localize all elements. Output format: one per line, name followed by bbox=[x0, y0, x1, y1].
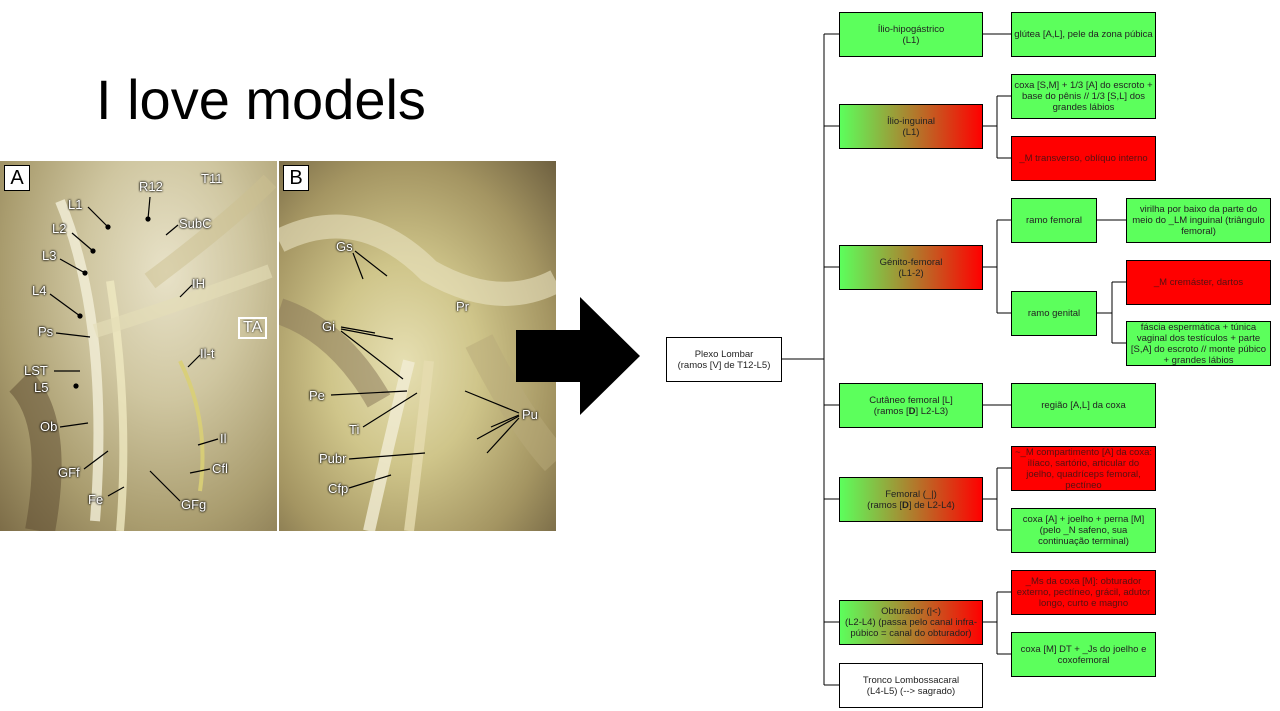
femoral-sub-bold: D bbox=[902, 500, 909, 511]
node-glutea: glútea [A,L], pele da zona púbica bbox=[1011, 12, 1156, 57]
node-ilio-hipogastrico: Ílio-hipogástrico (L1) bbox=[839, 12, 983, 57]
node-tronco-subtitle: (L4-L5) (--> sagrado) bbox=[867, 686, 955, 697]
node-ramo-genital-text: ramo genital bbox=[1028, 308, 1080, 319]
node-ramo-femoral-text: ramo femoral bbox=[1026, 215, 1082, 226]
node-tronco-title: Tronco Lombossacaral bbox=[863, 675, 959, 686]
node-regiao: região [A,L] da coxa bbox=[1011, 383, 1156, 428]
node-plexo-lombar: Plexo Lombar (ramos [V] de T12-L5) bbox=[666, 337, 782, 382]
node-cremaster-text: _M cremáster, dartos bbox=[1154, 277, 1243, 288]
node-genito-femoral-title: Génito-femoral bbox=[880, 257, 943, 268]
node-transverso: _M transverso, oblíquo interno bbox=[1011, 136, 1156, 181]
node-femoral-subtitle: (ramos [D] de L2-L4) bbox=[867, 500, 955, 511]
node-obturador-title: Obturador (|<) bbox=[881, 606, 941, 617]
node-compartimento-text: ~_M compartimento [A] da coxa: ilíaco, s… bbox=[1014, 447, 1153, 491]
node-coxa-joelho: coxa [A] + joelho + perna [M] (pelo _N s… bbox=[1011, 508, 1156, 553]
cutaneo-sub-pre: (ramos [ bbox=[874, 406, 909, 417]
node-ilio-inguinal-subtitle: (L1) bbox=[903, 127, 920, 138]
node-virilha: virilha por baixo da parte do meio do _L… bbox=[1126, 198, 1271, 243]
node-genito-femoral-subtitle: (L1-2) bbox=[898, 268, 923, 279]
node-obturador-subtitle: (L2-L4) (passa pelo canal infra-púbico =… bbox=[842, 617, 980, 639]
node-ms-coxa-text: _Ms da coxa [M]: obturador externo, pect… bbox=[1014, 576, 1153, 609]
node-cutaneo-femoral: Cutâneo femoral [L] (ramos [D] L2-L3) bbox=[839, 383, 983, 428]
node-plexo-lombar-subtitle: (ramos [V] de T12-L5) bbox=[678, 360, 771, 371]
cutaneo-sub-post: ] L2-L3) bbox=[915, 406, 948, 417]
node-ilio-hipogastrico-subtitle: (L1) bbox=[903, 35, 920, 46]
node-ramo-femoral: ramo femoral bbox=[1011, 198, 1097, 243]
node-ramo-genital: ramo genital bbox=[1011, 291, 1097, 336]
node-coxa-dt: coxa [M] DT + _Js do joelho e coxofemora… bbox=[1011, 632, 1156, 677]
node-coxa-joelho-text: coxa [A] + joelho + perna [M] (pelo _N s… bbox=[1014, 514, 1153, 547]
node-genito-femoral: Génito-femoral (L1-2) bbox=[839, 245, 983, 290]
node-plexo-lombar-title: Plexo Lombar bbox=[695, 349, 754, 360]
node-compartimento: ~_M compartimento [A] da coxa: ilíaco, s… bbox=[1011, 446, 1156, 491]
node-fascia: fáscia espermática + túnica vaginal dos … bbox=[1126, 321, 1271, 366]
node-tronco-lombossacaral: Tronco Lombossacaral (L4-L5) (--> sagrad… bbox=[839, 663, 983, 708]
node-regiao-text: região [A,L] da coxa bbox=[1041, 400, 1126, 411]
node-cutaneo-femoral-title: Cutâneo femoral [L] bbox=[869, 395, 952, 406]
node-cremaster: _M cremáster, dartos bbox=[1126, 260, 1271, 305]
femoral-sub-post: ] de L2-L4) bbox=[909, 500, 955, 511]
node-virilha-text: virilha por baixo da parte do meio do _L… bbox=[1129, 204, 1268, 237]
node-coxa-escroto: coxa [S,M] + 1/3 [A] do escroto + base d… bbox=[1011, 74, 1156, 119]
node-obturador: Obturador (|<) (L2-L4) (passa pelo canal… bbox=[839, 600, 983, 645]
node-ilio-hipogastrico-title: Ílio-hipogástrico bbox=[878, 24, 945, 35]
node-cutaneo-femoral-subtitle: (ramos [D] L2-L3) bbox=[874, 406, 948, 417]
node-femoral-title: Femoral (_|) bbox=[885, 489, 937, 500]
node-femoral: Femoral (_|) (ramos [D] de L2-L4) bbox=[839, 477, 983, 522]
node-ms-coxa: _Ms da coxa [M]: obturador externo, pect… bbox=[1011, 570, 1156, 615]
node-fascia-text: fáscia espermática + túnica vaginal dos … bbox=[1129, 322, 1268, 366]
node-transverso-text: _M transverso, oblíquo interno bbox=[1019, 153, 1147, 164]
femoral-sub-pre: (ramos [ bbox=[867, 500, 902, 511]
node-ilio-inguinal-title: Ílio-inguinal bbox=[887, 116, 935, 127]
node-coxa-escroto-text: coxa [S,M] + 1/3 [A] do escroto + base d… bbox=[1014, 80, 1153, 113]
node-glutea-text: glútea [A,L], pele da zona púbica bbox=[1014, 29, 1152, 40]
node-ilio-inguinal: Ílio-inguinal (L1) bbox=[839, 104, 983, 149]
node-coxa-dt-text: coxa [M] DT + _Js do joelho e coxofemora… bbox=[1014, 644, 1153, 666]
